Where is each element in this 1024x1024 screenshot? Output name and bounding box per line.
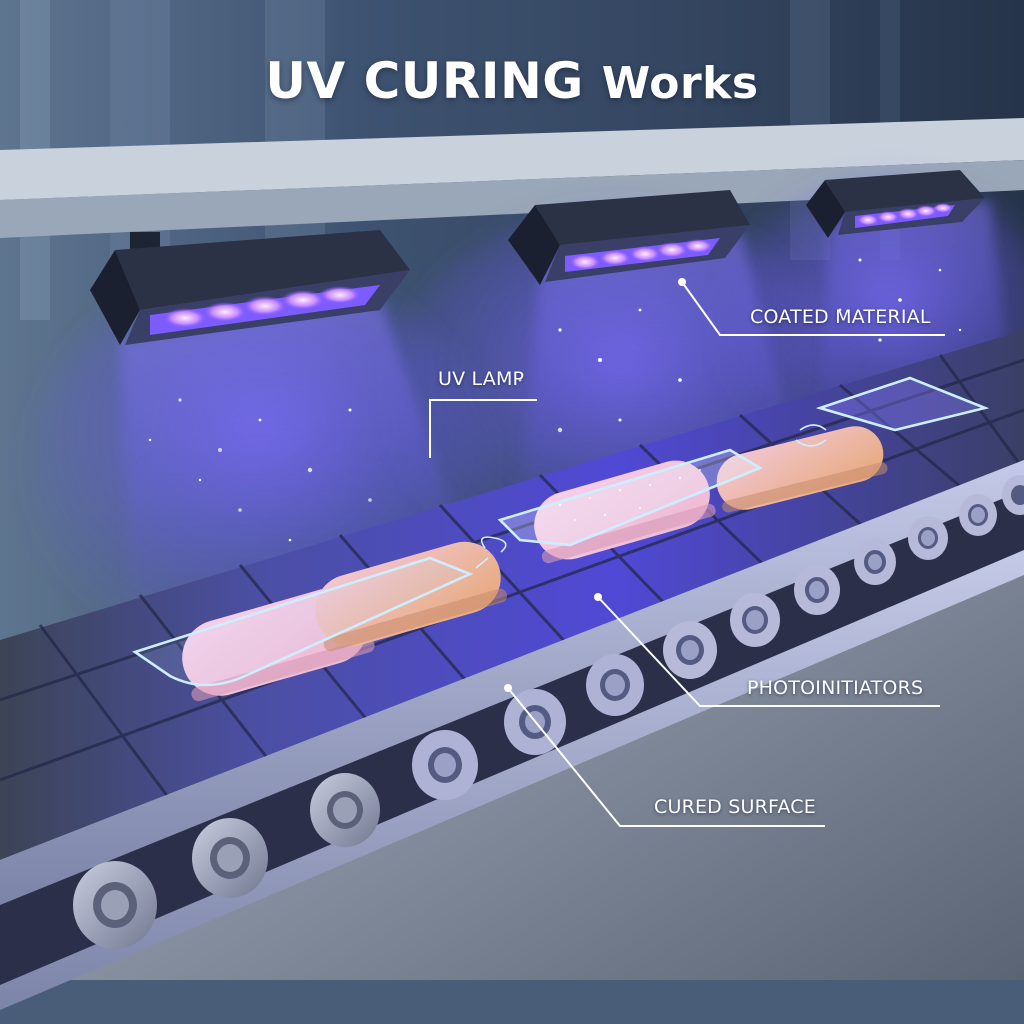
leader-coated-material bbox=[681, 281, 945, 336]
label-cured-surface: CURED SURFACE bbox=[654, 796, 816, 818]
item-4 bbox=[716, 426, 888, 513]
item-3 bbox=[534, 460, 716, 564]
leader-cured-surface bbox=[507, 687, 825, 827]
uv-lamp-1 bbox=[90, 230, 410, 345]
uv-lamps bbox=[90, 170, 985, 345]
callout-leader-lines bbox=[429, 281, 945, 827]
label-coated-material: COATED MATERIAL bbox=[750, 306, 931, 328]
curing-outlines bbox=[132, 376, 990, 687]
photon-particles bbox=[148, 258, 962, 542]
diagram-title: UV CURING Works bbox=[0, 52, 1024, 110]
uv-lamp-3 bbox=[806, 170, 985, 238]
uv-lamp-2 bbox=[508, 190, 750, 285]
label-photoinitiators: PHOTOINITIATORS bbox=[747, 677, 924, 699]
label-uv-lamp: UV LAMP bbox=[438, 368, 525, 390]
title-suffix: Works bbox=[601, 58, 759, 109]
callout-anchor-dots bbox=[504, 278, 686, 692]
coated-items bbox=[182, 426, 888, 702]
title-main: UV CURING bbox=[265, 52, 584, 110]
leader-photoinitiators bbox=[597, 596, 940, 707]
leader-uv-lamp bbox=[429, 399, 537, 458]
